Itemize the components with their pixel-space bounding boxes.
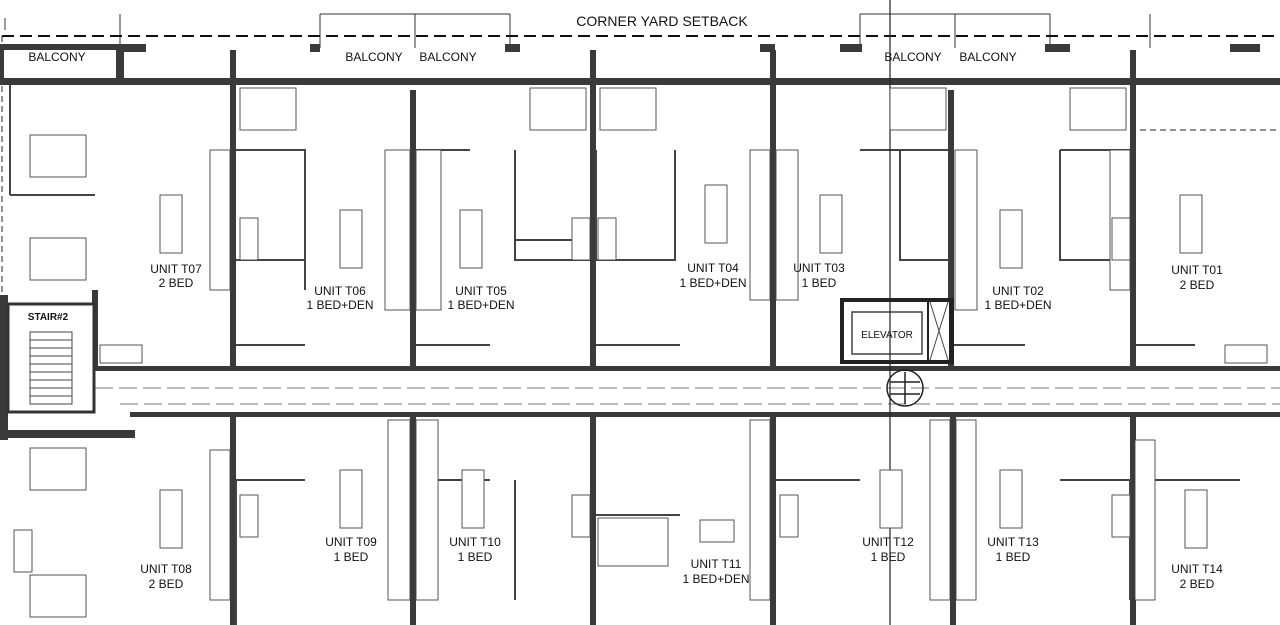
unit-type: 2 BED	[159, 276, 194, 290]
unit-name: UNIT T06	[314, 284, 366, 298]
exterior-walls	[0, 44, 1280, 440]
unit-type: 1 BED+DEN	[679, 276, 746, 290]
property-lines	[4, 13, 1151, 48]
fixtures	[13, 87, 1268, 618]
corridor	[95, 366, 1280, 417]
balcony-label: BALCONY	[345, 50, 402, 64]
unit-type: 1 BED+DEN	[447, 298, 514, 312]
stair-2	[6, 302, 96, 414]
unit-type: 1 BED+DEN	[984, 298, 1051, 312]
balcony-label: BALCONY	[884, 50, 941, 64]
interior-partitions	[9, 85, 1240, 625]
unit-type: 1 BED	[871, 550, 906, 564]
unit-name: UNIT T05	[455, 284, 507, 298]
unit-type: 2 BED	[149, 577, 184, 591]
setback-label: CORNER YARD SETBACK	[576, 13, 748, 29]
unit-name: UNIT T07	[150, 262, 202, 276]
stair-label: STAIR#2	[28, 312, 69, 323]
unit-name: UNIT T13	[987, 535, 1039, 549]
unit-name: UNIT T03	[793, 261, 845, 275]
unit-type: 1 BED	[334, 550, 369, 564]
unit-type: 1 BED	[458, 550, 493, 564]
unit-type: 2 BED	[1180, 278, 1215, 292]
unit-name: UNIT T09	[325, 535, 377, 549]
unit-type: 2 BED	[1180, 577, 1215, 591]
compass-symbol	[886, 369, 924, 407]
balcony-label: BALCONY	[959, 50, 1016, 64]
unit-name: UNIT T08	[140, 562, 192, 576]
unit-type: 1 BED	[996, 550, 1031, 564]
balcony-label: BALCONY	[28, 50, 85, 64]
unit-name: UNIT T01	[1171, 263, 1223, 277]
unit-type: 1 BED+DEN	[682, 572, 749, 586]
balcony-label: BALCONY	[419, 50, 476, 64]
unit-name: UNIT T04	[687, 261, 739, 275]
elevator-label: ELEVATOR	[861, 330, 913, 341]
unit-name: UNIT T14	[1171, 562, 1223, 576]
unit-name: UNIT T02	[992, 284, 1044, 298]
unit-name: UNIT T12	[862, 535, 914, 549]
elevator	[840, 0, 954, 625]
unit-type: 1 BED+DEN	[306, 298, 373, 312]
unit-name: UNIT T11	[691, 557, 742, 571]
unit-name: UNIT T10	[449, 535, 501, 549]
demising-walls-bottom	[230, 415, 1136, 625]
unit-type: 1 BED	[802, 276, 837, 290]
